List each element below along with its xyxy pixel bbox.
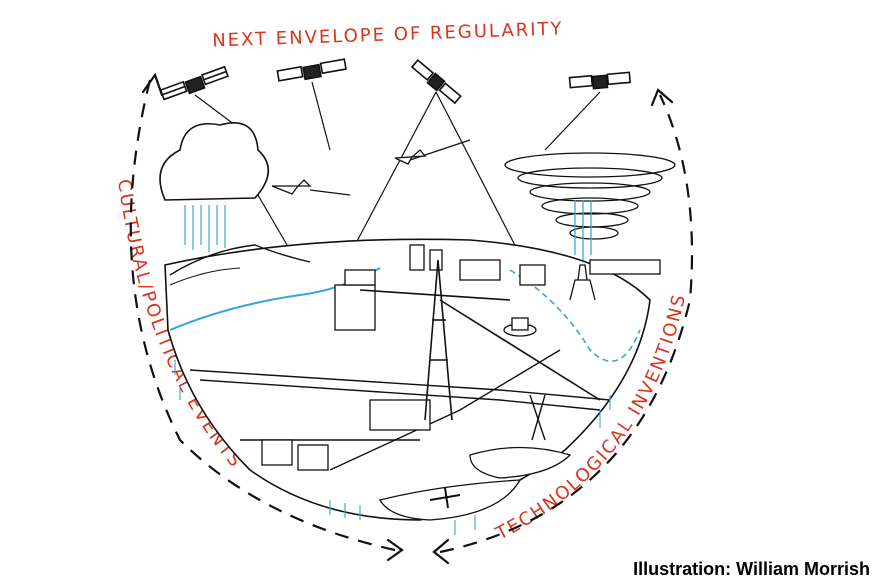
factory-building	[459, 259, 501, 281]
transmission-tower	[359, 259, 601, 421]
satellite-icon	[159, 65, 230, 101]
arrow-head-bottom-right	[432, 538, 450, 565]
satellite-icon	[276, 58, 347, 82]
right-envelope-arc	[439, 94, 694, 554]
illustration-credit: Illustration: William Morrish	[633, 559, 870, 579]
arrow-head-top-right	[650, 88, 674, 107]
satellite-icons	[159, 58, 632, 105]
satellite-icon	[568, 71, 632, 90]
airplane-icon	[394, 149, 427, 165]
coast-waves	[509, 269, 641, 362]
airport-platform	[379, 479, 522, 521]
oil-rig	[569, 264, 596, 301]
arrow-head-top-left	[141, 72, 164, 97]
airplane-icon	[429, 487, 461, 509]
cargo-ship	[589, 259, 661, 275]
airplane-icon	[271, 179, 312, 195]
satellite-icon	[410, 59, 462, 105]
island-landscape	[164, 238, 661, 535]
hurricane-icon	[504, 152, 676, 260]
envelope-arrows	[129, 79, 694, 554]
tower-building	[334, 284, 376, 331]
airplane-icons	[271, 149, 427, 195]
top-envelope-label: NEXT ENVELOPE OF REGULARITY	[212, 18, 564, 51]
warehouse	[369, 399, 431, 431]
storm-cloud-icon	[159, 122, 270, 252]
bridge	[529, 394, 546, 441]
arrow-head-bottom-left	[386, 538, 404, 562]
